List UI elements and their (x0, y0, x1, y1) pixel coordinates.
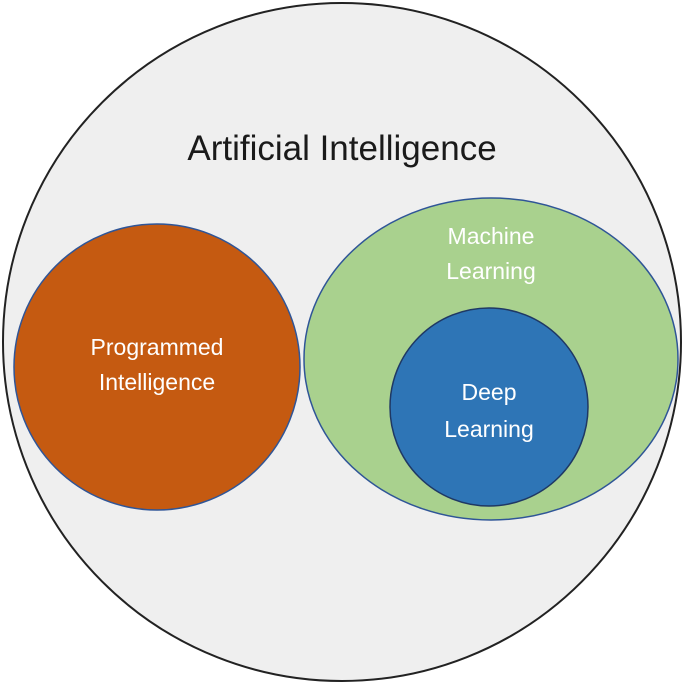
artificial-intelligence-label: Artificial Intelligence (187, 129, 496, 168)
machine-learning-label-line2: Learning (446, 258, 536, 284)
deep-learning-circle (389, 307, 589, 507)
programmed-intelligence-label-line1: Programmed (91, 334, 224, 360)
programmed-intelligence-label-line2: Intelligence (99, 369, 215, 395)
deep-learning-label-line2: Learning (444, 416, 534, 442)
deep-learning-label-line1: Deep (462, 379, 517, 405)
machine-learning-label-line1: Machine (448, 223, 535, 249)
programmed-intelligence-circle (13, 223, 301, 511)
